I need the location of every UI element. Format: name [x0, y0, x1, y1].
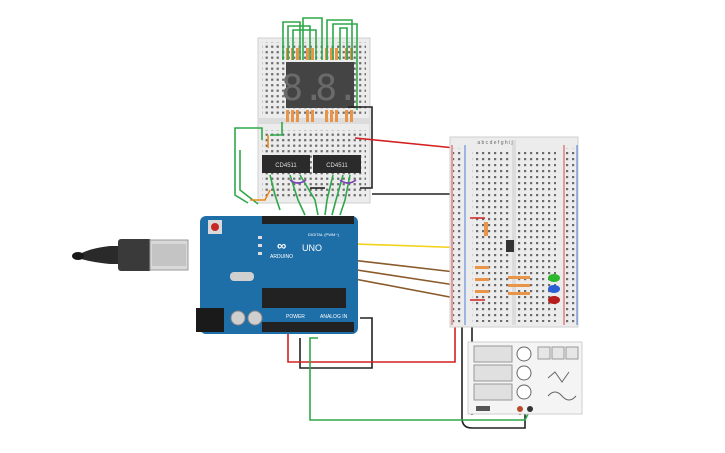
ic-cd4511-right[interactable]: CD4511	[313, 155, 361, 173]
arduino-uno[interactable]: ∞ ARDUINO UNO DIGITAL (PWM~) POWER ANALO…	[196, 216, 358, 334]
knob-3[interactable]	[516, 384, 532, 400]
arduino-logo-icon: ∞	[277, 238, 286, 253]
sine-wave-button[interactable]	[551, 346, 565, 360]
digital-header-label: DIGITAL (PWM~)	[308, 232, 340, 237]
analog-label: ANALOG IN	[320, 314, 348, 320]
digit-left: 8.	[281, 68, 324, 109]
right-breadboard[interactable]: a b c d e f g h i j	[449, 136, 579, 328]
ic-right-label: CD4511	[326, 163, 348, 169]
led-blue[interactable]	[548, 285, 560, 293]
led-red[interactable]	[548, 296, 560, 304]
knob-1[interactable]	[516, 346, 532, 362]
arduino-model-label: UNO	[302, 243, 322, 253]
seven-segment-right[interactable]: 8.	[315, 62, 359, 109]
triangle-wave-button[interactable]	[565, 346, 579, 360]
column-labels: a b c d e f g h i j	[477, 140, 512, 146]
reset-button[interactable]	[211, 223, 219, 231]
knob-2[interactable]	[516, 365, 532, 381]
misc-wires-top	[250, 135, 357, 201]
power-label: POWER	[286, 314, 305, 320]
ic-cd4511-left[interactable]: CD4511	[262, 155, 310, 173]
pushbutton[interactable]	[506, 240, 514, 252]
seven-segment-left[interactable]: 8.	[281, 62, 325, 109]
oscilloscope[interactable]	[467, 341, 583, 415]
ic-left-label: CD4511	[275, 163, 297, 169]
green-wire-scope[interactable]	[309, 337, 531, 421]
square-wave-button[interactable]	[537, 346, 551, 360]
usb-cable[interactable]	[72, 239, 189, 271]
green-wires-top[interactable]	[234, 17, 358, 216]
digit-right: 8.	[315, 68, 358, 109]
led-green[interactable]	[548, 274, 560, 282]
arduino-brand-label: ARDUINO	[270, 254, 293, 260]
